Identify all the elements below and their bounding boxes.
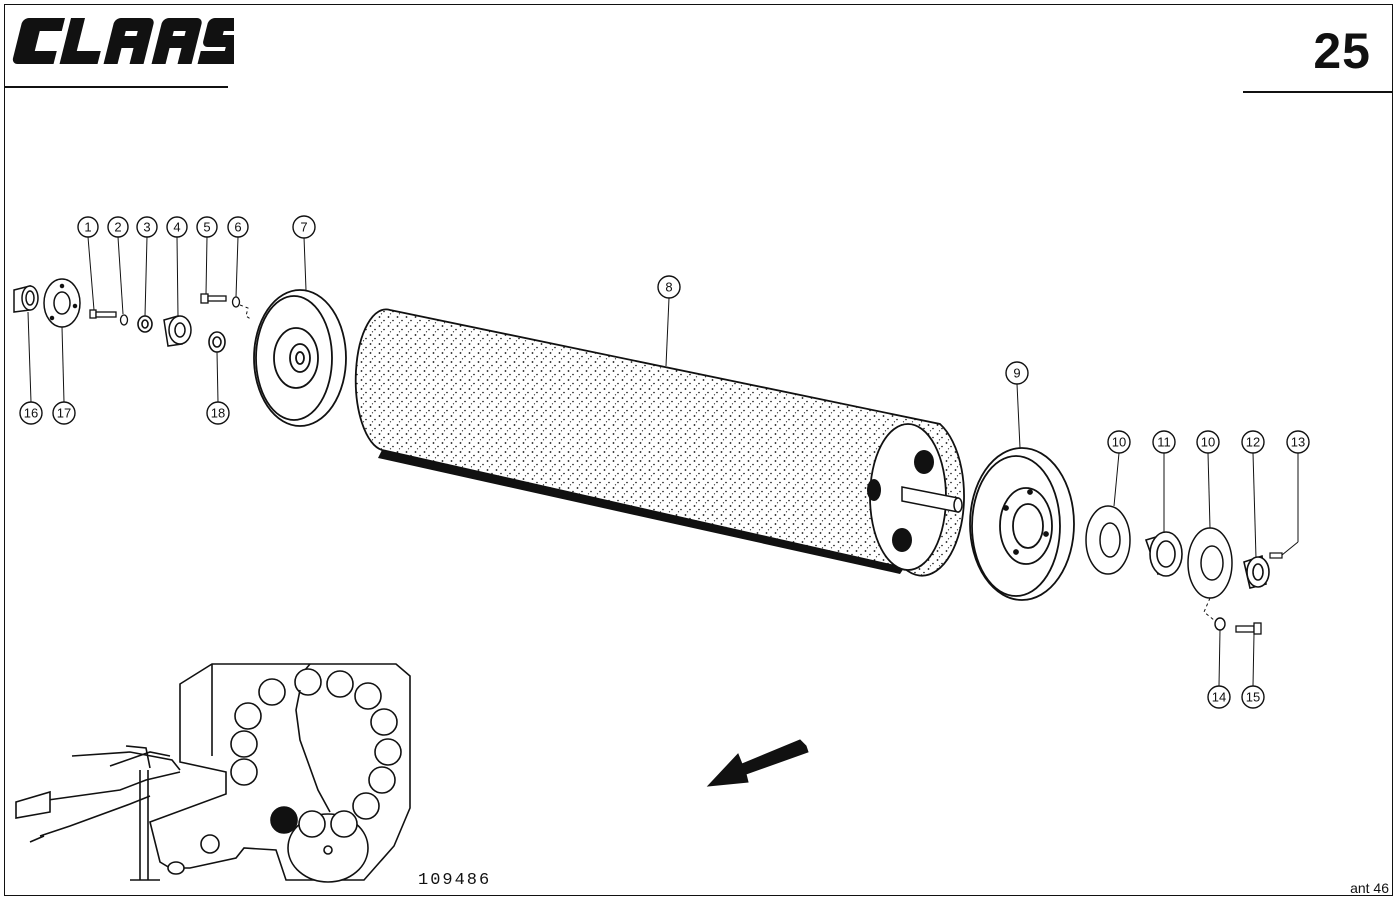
header-rule-left [4,86,228,88]
callout-17: 17 [52,401,76,425]
svg-text:1: 1 [84,220,91,235]
callout-3: 3 [136,216,158,238]
baler-location-inset [15,663,411,883]
svg-text:15: 15 [1246,690,1260,705]
part-13-set-screw [1269,552,1283,559]
header-rule-right [1243,91,1393,93]
part-6-washer [231,296,241,308]
svg-text:11: 11 [1157,435,1171,450]
drawing-number: 109486 [418,871,492,890]
direction-arrow [706,739,809,787]
svg-text:6: 6 [234,220,241,235]
svg-text:10: 10 [1112,435,1126,450]
callout-9: 9 [1005,361,1029,385]
part-17-flange-plate [43,278,81,328]
svg-text:7: 7 [300,220,307,235]
part-18-ring [208,331,226,353]
callout-14: 14 [1207,685,1231,709]
claas-logo [12,18,234,64]
page-frame [4,4,1393,896]
svg-text:9: 9 [1013,366,1020,381]
callout-7: 7 [292,215,316,239]
callout-10a: 10 [1107,430,1131,454]
part-1-bolt [89,309,117,319]
callout-10b: 10 [1196,430,1220,454]
svg-text:13: 13 [1291,435,1305,450]
part-10-flange-plate-b [1187,527,1233,599]
svg-text:8: 8 [665,280,672,295]
callout-12: 12 [1241,430,1265,454]
svg-text:10: 10 [1201,435,1215,450]
callout-16: 16 [19,401,43,425]
svg-text:18: 18 [211,406,225,421]
part-9-end-flange [969,447,1075,601]
part-11-bearing [1144,531,1183,577]
callout-1: 1 [77,216,99,238]
callout-11: 11 [1152,430,1176,454]
callout-2: 2 [107,216,129,238]
sheet-reference: ant 46 [1350,880,1389,896]
part-4-bearing [163,315,192,347]
svg-text:17: 17 [57,406,71,421]
part-12-collar [1243,554,1270,589]
callout-5: 5 [196,216,218,238]
part-16-bushing [13,285,39,313]
part-2-washer [119,314,129,326]
page-number: 25 [1313,23,1371,79]
svg-text:16: 16 [24,406,38,421]
part-3-nut [137,315,153,333]
part-10-flange-plate-a [1085,505,1131,575]
callout-13: 13 [1286,430,1310,454]
svg-text:4: 4 [173,220,180,235]
callout-15: 15 [1241,685,1265,709]
part-5-bolt [200,293,227,304]
svg-text:3: 3 [143,220,150,235]
callout-18: 18 [206,401,230,425]
part-15-bolt [1235,622,1262,635]
callout-6: 6 [227,216,249,238]
callout-8: 8 [657,275,681,299]
svg-text:12: 12 [1246,435,1260,450]
svg-text:14: 14 [1212,690,1226,705]
part-8-roller [354,308,965,577]
part-14-washer [1214,617,1226,631]
callout-4: 4 [166,216,188,238]
part-7-end-disc [253,289,347,427]
svg-text:2: 2 [114,220,121,235]
leader-lines [27,236,1299,687]
svg-text:5: 5 [203,220,210,235]
